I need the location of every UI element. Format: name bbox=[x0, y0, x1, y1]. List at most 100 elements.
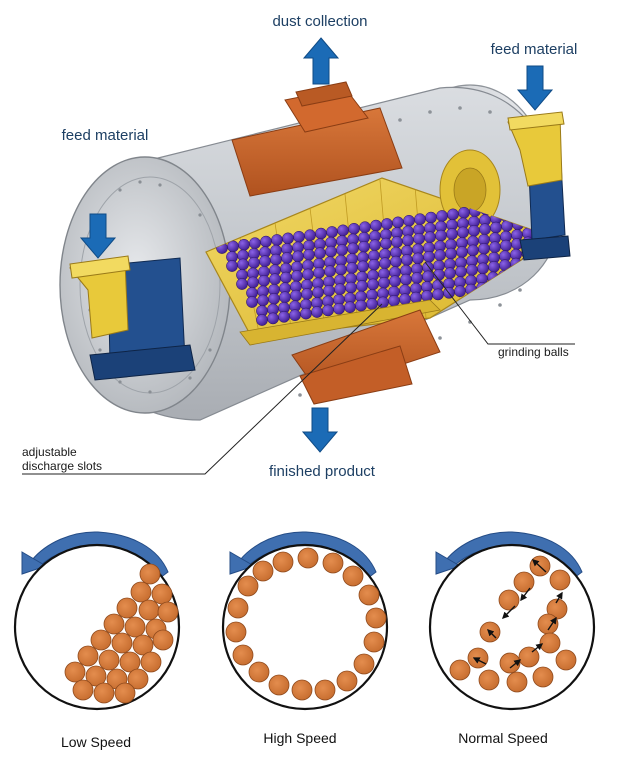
charge-ball bbox=[152, 629, 174, 651]
feed-right-arrow bbox=[516, 65, 554, 111]
flow-arrows bbox=[79, 37, 554, 453]
charge-ball bbox=[291, 679, 313, 701]
discharge-slots-leader bbox=[22, 303, 383, 475]
grinding-ball bbox=[333, 302, 345, 315]
charge-ball bbox=[98, 649, 120, 671]
label-grinding-balls: grinding balls bbox=[498, 345, 569, 359]
right-bearing-base bbox=[519, 235, 571, 261]
grinding-ball bbox=[392, 216, 404, 229]
grinding-ball bbox=[542, 263, 554, 276]
grinding-ball bbox=[246, 296, 258, 308]
grinding-ball bbox=[391, 236, 403, 248]
grinding-ball bbox=[248, 256, 260, 269]
discharge-hood bbox=[291, 309, 441, 405]
ball-motion-arrow bbox=[509, 659, 522, 669]
grinding-ball bbox=[324, 265, 336, 278]
grinding-ball bbox=[564, 270, 575, 281]
grinding-ball bbox=[457, 226, 469, 239]
grinding-ball bbox=[289, 309, 301, 322]
charge-ball bbox=[132, 634, 154, 656]
charge-ball bbox=[138, 599, 160, 621]
grinding-ball bbox=[456, 246, 468, 258]
grinding-ball bbox=[278, 310, 290, 323]
grinding-ball bbox=[335, 263, 347, 276]
grinding-ball bbox=[424, 231, 436, 244]
dust-out-arrow bbox=[302, 37, 340, 85]
charge-ball bbox=[539, 632, 561, 654]
charge-ball bbox=[139, 563, 161, 585]
grinding-ball bbox=[290, 289, 302, 302]
charge-ball bbox=[103, 613, 125, 635]
grinding-ball bbox=[489, 241, 501, 254]
grinding-ball bbox=[477, 262, 489, 275]
grinding-ball bbox=[347, 242, 359, 255]
charge-ball bbox=[119, 651, 141, 673]
ball-motion-arrows bbox=[472, 559, 563, 669]
grinding-ball bbox=[293, 230, 305, 243]
charge-ball bbox=[449, 659, 471, 681]
grinding-ball bbox=[336, 244, 348, 256]
grinding-ball bbox=[390, 255, 402, 268]
charge-ball bbox=[140, 651, 162, 673]
charge-ball bbox=[513, 571, 535, 593]
charge-ball bbox=[130, 581, 152, 603]
label-dust-collection: dust collection bbox=[272, 13, 367, 30]
grinding-ball bbox=[402, 234, 414, 247]
discharge-screen bbox=[239, 299, 441, 346]
grinding-ball bbox=[411, 272, 423, 284]
label-finished-product: finished product bbox=[269, 463, 376, 480]
ball-motion-arrow bbox=[502, 605, 516, 619]
charge-ball bbox=[157, 601, 179, 623]
grinding-ball bbox=[403, 214, 415, 227]
label-low-speed: Low Speed bbox=[61, 734, 131, 750]
charge-ball bbox=[358, 584, 380, 606]
grinding-ball bbox=[326, 226, 338, 238]
ball-motion-arrow bbox=[547, 616, 557, 631]
grinding-ball bbox=[256, 314, 268, 326]
grinding-ball bbox=[280, 271, 292, 284]
label-feed-material-left: feed material bbox=[62, 127, 149, 144]
grinding-ball bbox=[302, 268, 314, 281]
right-feed-assembly bbox=[507, 111, 571, 261]
charge-ball bbox=[225, 621, 247, 643]
charge-ball bbox=[506, 671, 528, 693]
grinding-ball bbox=[312, 286, 324, 299]
grinding-ball bbox=[379, 257, 391, 270]
grinding-ball bbox=[564, 261, 575, 272]
grinding-ball bbox=[368, 258, 380, 271]
grinding-ball bbox=[553, 270, 556, 283]
grinding-ball bbox=[236, 278, 248, 290]
callout-leaders bbox=[22, 261, 575, 475]
grinding-ball bbox=[400, 273, 412, 286]
product-out-arrow bbox=[301, 407, 339, 453]
grinding-ball bbox=[490, 221, 502, 234]
label-feed-material-right: feed material bbox=[491, 41, 578, 58]
charge-ball bbox=[314, 679, 336, 701]
grinding-ball bbox=[322, 304, 334, 317]
grinding-ball bbox=[447, 208, 459, 221]
charge-ball bbox=[268, 674, 290, 696]
grinding-ball bbox=[458, 206, 470, 219]
grinding-ball bbox=[479, 223, 491, 236]
charge-ball bbox=[467, 647, 489, 669]
grinding-balls-leader bbox=[424, 261, 575, 345]
grinding-ball bbox=[260, 235, 272, 248]
grinding-ball bbox=[425, 211, 437, 224]
grinding-ball bbox=[422, 270, 434, 283]
grinding-ball bbox=[313, 266, 325, 279]
charge-ball bbox=[336, 670, 358, 692]
grinding-ball bbox=[300, 307, 312, 320]
grinding-ball bbox=[282, 232, 294, 245]
grinding-ball bbox=[378, 276, 390, 289]
ball-motion-arrow bbox=[531, 643, 544, 653]
grinding-ball bbox=[454, 285, 466, 298]
grinding-ball bbox=[227, 240, 239, 253]
charge-ball bbox=[232, 644, 254, 666]
grinding-ball bbox=[325, 245, 337, 258]
grinding-ball bbox=[304, 229, 316, 242]
grinding-ball bbox=[444, 267, 456, 280]
trunnion-bore bbox=[453, 167, 487, 213]
grinding-ball bbox=[314, 247, 326, 260]
grinding-ball bbox=[226, 260, 238, 272]
